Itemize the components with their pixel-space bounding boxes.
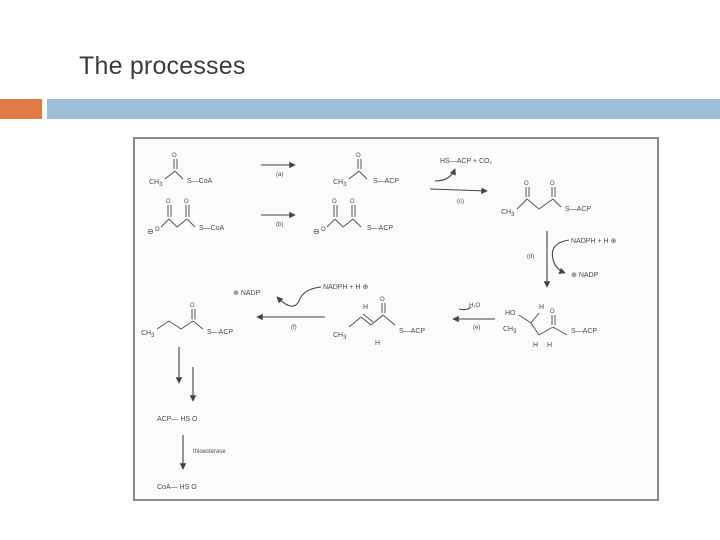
svg-text:H: H — [533, 342, 538, 349]
svg-text:O: O — [350, 199, 355, 205]
acetyl-coa: CH3 O S—CoA — [149, 153, 213, 188]
acp-product: ACP— HS O — [157, 416, 198, 423]
svg-text:O: O — [190, 303, 195, 309]
svg-text:O: O — [166, 199, 171, 205]
acetoacetyl-acp: CH3 O O S—ACP — [501, 181, 591, 218]
svg-text:S—CoA: S—CoA — [199, 225, 225, 232]
butyryl-acp: CH3 O S—ACP — [141, 303, 233, 339]
svg-text:S—ACP: S—ACP — [571, 328, 597, 335]
svg-text:CH3: CH3 — [333, 332, 347, 341]
svg-text:CH3: CH3 — [501, 209, 515, 218]
svg-text:⊖: ⊖ — [147, 227, 154, 236]
title-rule-bar — [47, 99, 720, 119]
malonyl-coa: ⊖ O O O S—CoA — [147, 199, 225, 236]
coa-product: CoA— HS O — [157, 484, 197, 491]
fatty-acid-synthesis-diagram: CH3 O S—CoA (a) CH3 O S—ACP HS—ACP + CO₂… — [133, 137, 659, 501]
svg-text:O: O — [332, 199, 337, 205]
svg-text:H: H — [363, 304, 368, 311]
acetyl-acp: CH3 O S—ACP — [333, 153, 399, 188]
svg-text:O: O — [356, 153, 361, 159]
water-release-arrow — [458, 306, 472, 311]
nadph-consumption-arrow-2 — [276, 286, 322, 307]
svg-text:S—ACP: S—ACP — [565, 206, 591, 213]
nadph-2: NADPH + H ⊕ — [323, 284, 368, 291]
malonyl-acp: ⊖ O O O S—ACP — [313, 199, 393, 236]
svg-text:O: O — [184, 199, 189, 205]
nadph-1: NADPH + H ⊕ — [571, 238, 616, 245]
water-label: H₂O — [469, 303, 481, 309]
svg-text:S—CoA: S—CoA — [187, 178, 213, 185]
step-f-label: (f) — [291, 325, 297, 331]
byproduct-release-arrow — [434, 168, 456, 182]
svg-text:H: H — [539, 304, 544, 311]
svg-text:S—ACP: S—ACP — [373, 178, 399, 185]
nadph-consumption-arrow — [551, 239, 570, 274]
hydroxyacyl-acp: HO H CH3 O H H S—ACP — [503, 304, 597, 349]
svg-text:CH3: CH3 — [333, 179, 347, 188]
svg-text:H: H — [375, 340, 380, 347]
svg-text:CH3: CH3 — [503, 326, 517, 335]
nadp-1: ⊕ NADP — [571, 272, 599, 279]
svg-text:O: O — [172, 153, 177, 159]
svg-text:O: O — [524, 181, 529, 187]
thioesterase-label: thioesterase — [193, 449, 226, 455]
svg-text:HO: HO — [505, 310, 516, 317]
svg-text:CH3: CH3 — [149, 179, 163, 188]
svg-text:CH3: CH3 — [141, 330, 155, 339]
svg-text:⊖: ⊖ — [313, 227, 320, 236]
svg-text:O: O — [155, 227, 160, 233]
step-e-label: (e) — [473, 325, 480, 331]
title-accent-bar — [0, 99, 42, 119]
svg-text:H: H — [547, 342, 552, 349]
arrow-c — [429, 187, 488, 195]
nadp-2: ⊕ NADP — [233, 290, 261, 297]
svg-text:S—ACP: S—ACP — [367, 225, 393, 232]
svg-text:S—ACP: S—ACP — [207, 329, 233, 336]
svg-text:O: O — [550, 181, 555, 187]
svg-text:O: O — [321, 227, 326, 233]
svg-text:S—ACP: S—ACP — [399, 328, 425, 335]
enoyl-acp: H CH3 O H S—ACP — [333, 297, 425, 347]
step-c-label: (c) — [457, 199, 464, 205]
byproducts-c: HS—ACP + CO₂ — [440, 158, 492, 165]
step-b-label: (b) — [276, 222, 283, 228]
step-a-label: (a) — [276, 172, 283, 178]
slide-title: The processes — [79, 52, 246, 80]
step-d-label: (d) — [527, 254, 534, 260]
reaction-scheme: CH3 O S—CoA (a) CH3 O S—ACP HS—ACP + CO₂… — [141, 153, 616, 491]
svg-text:O: O — [380, 297, 385, 303]
svg-text:O: O — [550, 309, 555, 315]
